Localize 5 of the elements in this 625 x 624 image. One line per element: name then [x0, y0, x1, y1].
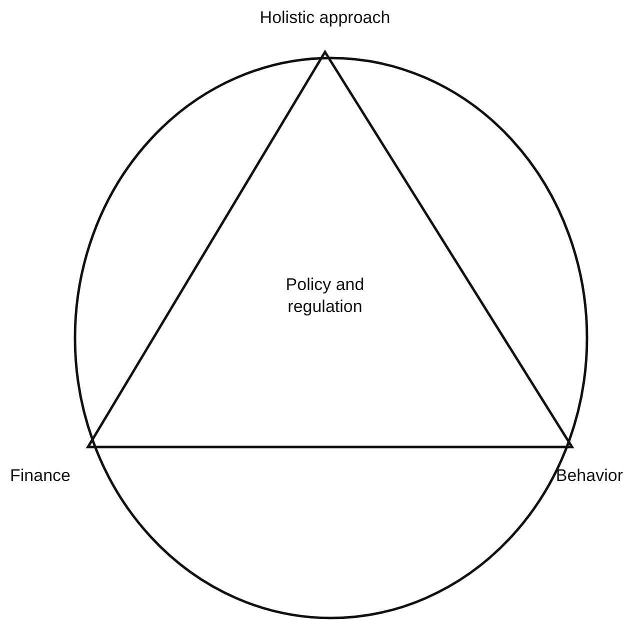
vertex-label: Holistic approach	[258, 8, 392, 28]
vertex-label: Finance	[10, 466, 72, 486]
center-label: Policy and regulation	[284, 274, 366, 318]
vertex-label: Behavior	[554, 466, 623, 486]
triangle-shape	[88, 52, 572, 447]
